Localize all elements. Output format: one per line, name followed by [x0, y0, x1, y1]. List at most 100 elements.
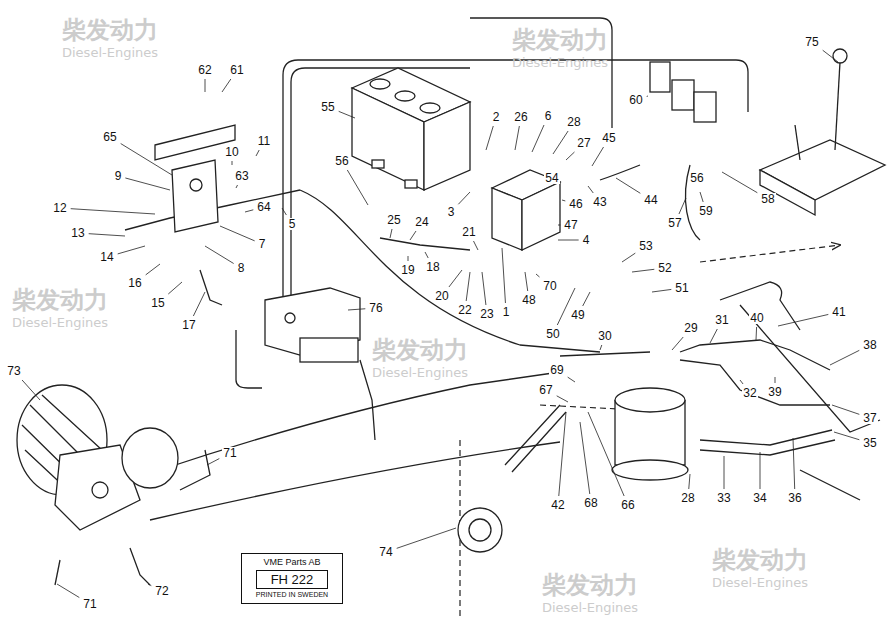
actuator-block-part: [285, 313, 295, 323]
callout-number: 73: [6, 365, 21, 377]
frame-arm-part: [800, 470, 860, 500]
leader-line: [168, 282, 182, 294]
leader-line: [458, 192, 470, 204]
callout-number: 38: [862, 339, 877, 351]
valve-block-part: [405, 180, 417, 188]
leader-line: [245, 210, 253, 212]
callout-number: 61: [229, 64, 244, 76]
hydraulic-pipe-part: [291, 68, 470, 320]
callout-number: 5: [288, 218, 297, 230]
callout-number: 53: [638, 240, 653, 252]
leader-line: [760, 452, 761, 489]
callout-number: 48: [521, 294, 536, 306]
callout-number: 71: [82, 598, 97, 610]
hydraulic-pipe-part: [700, 430, 832, 445]
callout-number: 67: [538, 384, 553, 396]
joystick-console: [650, 49, 885, 215]
leader-line: [558, 240, 579, 241]
leader-line: [125, 178, 170, 190]
hydraulic-pipe-part: [380, 238, 470, 250]
hydraulic-pipe-part: [150, 442, 560, 520]
callout-number: 43: [592, 196, 607, 208]
leader-line: [568, 377, 575, 382]
callout-number: 22: [457, 304, 472, 316]
joystick-console-part: [672, 80, 694, 110]
hydraulic-pipe-part: [680, 340, 830, 370]
leader-line: [622, 253, 635, 262]
hydraulic-pipe-part: [160, 372, 560, 470]
callout-number: 71: [222, 447, 237, 459]
callout-number: 25: [386, 214, 401, 226]
leader-line: [282, 208, 286, 215]
callout-number: 30: [597, 330, 612, 342]
callout-number: 50: [545, 328, 560, 340]
callout-number: 62: [197, 64, 212, 76]
callout-number: 27: [576, 137, 591, 149]
leader-line: [466, 272, 470, 301]
valve-block-part: [370, 79, 390, 89]
callout-number: 69: [549, 364, 564, 376]
leader-line: [740, 380, 743, 384]
callout-number: 7: [258, 238, 267, 250]
watermark: 柴发动力: [542, 573, 638, 597]
leader-line: [408, 256, 409, 261]
leader-line: [689, 474, 690, 489]
callout-number: 65: [102, 131, 117, 143]
callout-number: 11: [257, 135, 271, 147]
valve-block-part: [172, 160, 218, 232]
watermark: Diesel-Engines: [712, 576, 808, 589]
callout-number: 40: [749, 312, 764, 324]
leader-line: [425, 252, 428, 258]
leader-line: [652, 289, 671, 292]
leader-line: [205, 79, 206, 92]
hydraulic-pipe-part: [236, 330, 262, 388]
valve-block-part: [522, 182, 560, 250]
leader-line: [724, 456, 725, 489]
drawing-number: FH 222: [256, 570, 329, 590]
callout-number: 55: [320, 101, 335, 113]
leader-line: [525, 272, 528, 291]
leader-line: [515, 126, 519, 150]
callout-number: 75: [804, 36, 819, 48]
leader-line: [121, 144, 172, 175]
swivel-joint-part: [612, 460, 688, 480]
leader-line: [256, 150, 259, 156]
callout-number: 46: [568, 198, 583, 210]
callout-number: 28: [680, 492, 695, 504]
joystick-console-part: [694, 92, 716, 122]
callout-number: 60: [628, 94, 643, 106]
leader-line: [532, 125, 544, 152]
hydraulic-pipe-part: [470, 18, 612, 128]
callout-number: 3: [447, 206, 456, 218]
callout-number: 70: [542, 280, 557, 292]
hydraulic-pipe-part: [200, 270, 222, 305]
swivel-joint-part: [469, 519, 491, 541]
watermark: Diesel-Engines: [512, 56, 608, 69]
callout-number: 29: [683, 322, 698, 334]
leader-line: [502, 248, 505, 303]
callout-number: 42: [550, 499, 565, 511]
leader-line: [148, 584, 151, 586]
watermark: 柴发动力: [372, 338, 468, 362]
frame-arm-part: [740, 305, 880, 432]
watermark: 柴发动力: [12, 288, 108, 312]
callout-number: 37: [862, 412, 877, 424]
callout-number: 76: [368, 302, 383, 314]
leader-line: [562, 200, 565, 202]
valve-block-part: [190, 179, 202, 191]
callout-number: 35: [862, 437, 877, 449]
leader-line: [778, 314, 828, 326]
callout-number: 56: [334, 155, 349, 167]
callout-number: 6: [544, 110, 553, 122]
hydraulic-pipe-part: [283, 60, 748, 330]
joystick-console-part: [835, 62, 840, 150]
actuator-block-part: [300, 338, 358, 362]
callout-number: 52: [657, 262, 672, 274]
title-text: VME Parts AB: [247, 557, 337, 568]
watermark: 柴发动力: [512, 28, 608, 52]
callout-number: 49: [570, 309, 585, 321]
leader-line: [71, 209, 155, 214]
leader-line: [559, 412, 566, 496]
callout-number: 32: [742, 387, 757, 399]
